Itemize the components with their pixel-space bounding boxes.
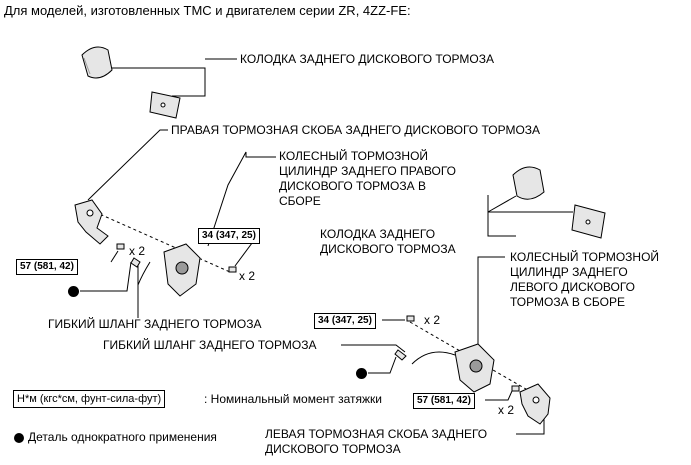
wheel-cylinder-drawing (137, 243, 201, 297)
legend-single-use-text: Деталь однократного применения (28, 430, 217, 444)
quantity-multiplier: x 2 (129, 244, 146, 258)
callout-line: КОЛЕСНЫЙ ТОРМОЗНОЙ (510, 250, 660, 264)
callout-line: ЛЕВОГО ДИСКОВОГО (510, 280, 636, 294)
assembly-axis (409, 321, 546, 401)
torque-value-box: 57 (581, 42) (16, 259, 78, 275)
legend-unit-text: : Номинальный момент затяжки (204, 392, 382, 406)
leader-line (341, 344, 406, 353)
callout-right-caliper: ПРАВАЯ ТОРМОЗНАЯ СКОБА ЗАДНЕГО ДИСКОВОГО… (171, 123, 541, 137)
torque-value-box: 34 (347, 25) (198, 228, 260, 244)
bolt-drawing (116, 243, 520, 392)
callout-line: КОЛЕСНЫЙ ТОРМОЗНОЙ (279, 149, 429, 163)
page-title: Для моделей, изготовленных TMC и двигате… (4, 3, 411, 18)
callout-hose-2: ГИБКИЙ ШЛАНГ ЗАДНЕГО ТОРМОЗА (103, 338, 317, 352)
caliper-bracket-drawing (519, 383, 551, 425)
callout-line: ЦИЛИНДР ЗАДНЕГО ПРАВОГО (279, 164, 456, 178)
legend-unit-box: Н*м (кгс*см, фунт-сила-фут) (13, 390, 166, 408)
leader-line (87, 129, 168, 201)
callout-line: ЦИЛИНДР ЗАДНЕГО (510, 265, 628, 279)
leader-line (487, 195, 517, 213)
leader-line (108, 67, 206, 97)
callout-line: КОЛОДКА ЗАДНЕГО (320, 227, 436, 241)
leader-line (207, 151, 276, 247)
callout-left-caliper: ЛЕВАЯ ТОРМОЗНАЯ СКОБА ЗАДНЕГО ДИСКОВОГО … (265, 427, 487, 457)
caliper-bracket-drawing (74, 199, 109, 245)
callout-line: ДИСКОВОГО ТОРМОЗА (265, 442, 401, 456)
brake-pad-drawing (512, 166, 606, 239)
single-use-marker (356, 368, 367, 379)
callout-line: ДИСКОВОГО ТОРМОЗА В (279, 179, 426, 193)
leader-line (516, 418, 545, 435)
callout-rear-pad-mid: КОЛОДКА ЗАДНЕГО ДИСКОВОГО ТОРМОЗА (320, 227, 456, 257)
callout-line: СБОРЕ (279, 194, 321, 208)
brake-pad-drawing (81, 46, 181, 119)
leader-line (368, 356, 397, 374)
callout-left-cylinder: КОЛЕСНЫЙ ТОРМОЗНОЙ ЦИЛИНДР ЗАДНЕГО ЛЕВОГ… (510, 250, 659, 310)
leader-line (469, 256, 505, 353)
torque-value-box: 34 (347, 25) (314, 313, 376, 329)
leader-line (487, 195, 512, 237)
leader-line (110, 250, 119, 263)
callout-rear-pad-top: КОЛОДКА ЗАДНЕГО ДИСКОВОГО ТОРМОЗА (240, 52, 495, 66)
quantity-multiplier: x 2 (239, 269, 256, 283)
quantity-multiplier: x 2 (424, 313, 441, 327)
callout-hose-1: ГИБКИЙ ШЛАНГ ЗАДНЕГО ТОРМОЗА (48, 317, 262, 331)
callout-line: ДИСКОВОГО ТОРМОЗА (320, 242, 456, 256)
assembly-axis (94, 211, 231, 273)
single-use-marker (68, 286, 79, 297)
callout-right-cylinder: КОЛЕСНЫЙ ТОРМОЗНОЙ ЦИЛИНДР ЗАДНЕГО ПРАВО… (279, 149, 456, 209)
callout-line: ЛЕВАЯ ТОРМОЗНАЯ СКОБА ЗАДНЕГО (265, 427, 488, 441)
quantity-multiplier: x 2 (498, 403, 515, 417)
legend-single-use-marker (14, 433, 24, 443)
leader-line (485, 390, 513, 401)
wheel-cylinder-drawing (411, 343, 495, 393)
torque-value-box: 57 (581, 42) (413, 393, 475, 409)
callout-line: ТОРМОЗА В СБОРЕ (510, 295, 625, 309)
leader-line (80, 261, 132, 292)
